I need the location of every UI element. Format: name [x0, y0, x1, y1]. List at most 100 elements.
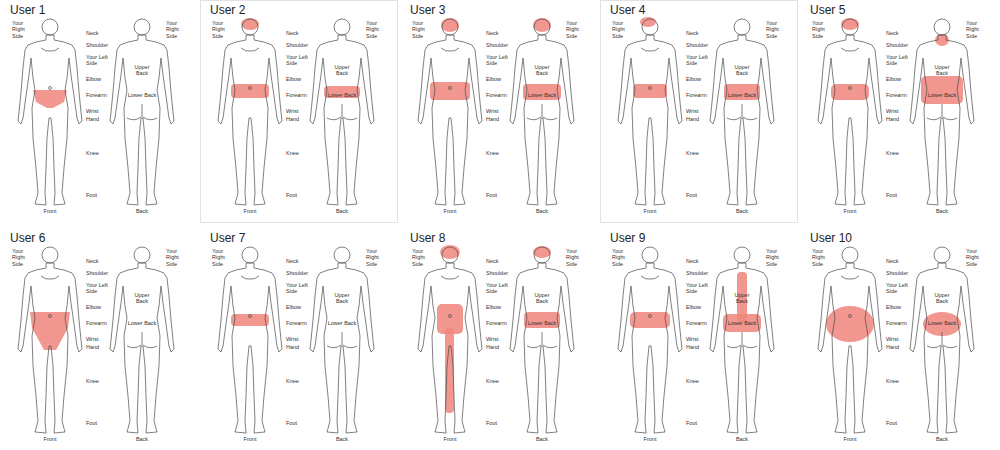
region-label: Elbow — [286, 76, 301, 82]
region-label: Neck — [486, 258, 499, 264]
region-label: Elbow — [486, 76, 501, 82]
side-label: Your Right Side — [212, 20, 234, 39]
side-label: Your Left Side — [686, 282, 708, 295]
region-label: Forearm — [486, 320, 507, 326]
panel-title: User 6 — [10, 232, 45, 246]
region-label: Forearm — [886, 320, 907, 326]
side-label: Your Right Side — [412, 248, 434, 267]
region-label: Forearm — [286, 92, 307, 98]
view-label: Front — [640, 208, 660, 214]
region-label: Knee — [86, 378, 99, 384]
region-label: Neck — [86, 258, 99, 264]
back-region-label: Lower Back — [725, 320, 759, 326]
region-label: Wrist — [86, 108, 98, 114]
side-label: Your Left Side — [686, 54, 708, 67]
back-region-label: Upper Back — [532, 64, 552, 77]
region-label: Wrist — [486, 108, 498, 114]
back-region-label: Lower Back — [125, 320, 159, 326]
region-label: Shoulder — [286, 42, 308, 48]
panel-title: User 5 — [810, 4, 845, 18]
side-label: Your Left Side — [886, 54, 908, 67]
region-label: Foot — [486, 420, 497, 426]
region-label: Shoulder — [286, 270, 308, 276]
view-label: Front — [240, 208, 260, 214]
region-label: Elbow — [86, 76, 101, 82]
region-label: Foot — [886, 420, 897, 426]
side-label: Your Right Side — [212, 248, 234, 267]
side-label: Your Left Side — [286, 282, 308, 295]
region-label: Foot — [686, 192, 697, 198]
back-region-label: Upper Back — [132, 292, 152, 305]
back-region-label: Lower Back — [125, 92, 159, 98]
side-label: Your Right Side — [12, 248, 34, 267]
region-label: Hand — [86, 116, 99, 122]
region-label: Shoulder — [486, 270, 508, 276]
panel-title: User 4 — [610, 4, 645, 18]
side-label: Your Right Side — [566, 20, 588, 39]
view-label: Front — [40, 436, 60, 442]
side-label: Your Right Side — [166, 20, 188, 39]
side-label: Your Right Side — [966, 248, 988, 267]
view-label: Front — [440, 208, 460, 214]
region-label: Shoulder — [86, 270, 108, 276]
view-label: Back — [332, 436, 352, 442]
view-label: Back — [732, 436, 752, 442]
region-label: Forearm — [86, 320, 107, 326]
back-region-label: Lower Back — [925, 320, 959, 326]
back-region-label: Upper Back — [932, 292, 952, 305]
side-label: Your Right Side — [166, 248, 188, 267]
region-label: Wrist — [86, 336, 98, 342]
region-label: Shoulder — [886, 270, 908, 276]
region-label: Elbow — [86, 304, 101, 310]
region-label: Wrist — [886, 108, 898, 114]
back-region-label: Upper Back — [332, 292, 352, 305]
back-region-label: Upper Back — [532, 292, 552, 305]
region-label: Neck — [86, 30, 99, 36]
panel-title: User 2 — [210, 4, 245, 18]
region-label: Hand — [886, 344, 899, 350]
region-label: Elbow — [886, 76, 901, 82]
region-label: Hand — [686, 344, 699, 350]
region-label: Hand — [886, 116, 899, 122]
region-label: Hand — [286, 116, 299, 122]
region-label: Hand — [86, 344, 99, 350]
view-label: Back — [932, 436, 952, 442]
region-label: Shoulder — [886, 42, 908, 48]
region-label: Elbow — [686, 76, 701, 82]
back-region-label: Upper Back — [732, 64, 752, 77]
panel-title: User 3 — [410, 4, 445, 18]
region-label: Neck — [686, 258, 699, 264]
region-label: Neck — [486, 30, 499, 36]
region-label: Hand — [286, 344, 299, 350]
back-region-label: Lower Back — [325, 92, 359, 98]
view-label: Back — [932, 208, 952, 214]
region-label: Hand — [686, 116, 699, 122]
back-region-label: Lower Back — [525, 320, 559, 326]
side-label: Your Right Side — [366, 20, 388, 39]
region-label: Forearm — [686, 92, 707, 98]
region-label: Shoulder — [486, 42, 508, 48]
region-label: Foot — [286, 420, 297, 426]
side-label: Your Right Side — [766, 20, 788, 39]
region-label: Shoulder — [686, 42, 708, 48]
side-label: Your Left Side — [486, 54, 508, 67]
back-region-label: Upper Back — [332, 64, 352, 77]
region-label: Knee — [686, 150, 699, 156]
side-label: Your Left Side — [286, 54, 308, 67]
region-label: Knee — [86, 150, 99, 156]
region-label: Forearm — [286, 320, 307, 326]
region-label: Hand — [486, 116, 499, 122]
region-label: Elbow — [686, 304, 701, 310]
view-label: Front — [640, 436, 660, 442]
region-label: Wrist — [486, 336, 498, 342]
panel-title: User 1 — [10, 4, 45, 18]
side-label: Your Right Side — [366, 248, 388, 267]
region-label: Wrist — [886, 336, 898, 342]
region-label: Wrist — [286, 336, 298, 342]
side-label: Your Right Side — [566, 248, 588, 267]
region-label: Shoulder — [86, 42, 108, 48]
region-label: Forearm — [86, 92, 107, 98]
side-label: Your Right Side — [12, 20, 34, 39]
back-region-label: Lower Back — [525, 92, 559, 98]
